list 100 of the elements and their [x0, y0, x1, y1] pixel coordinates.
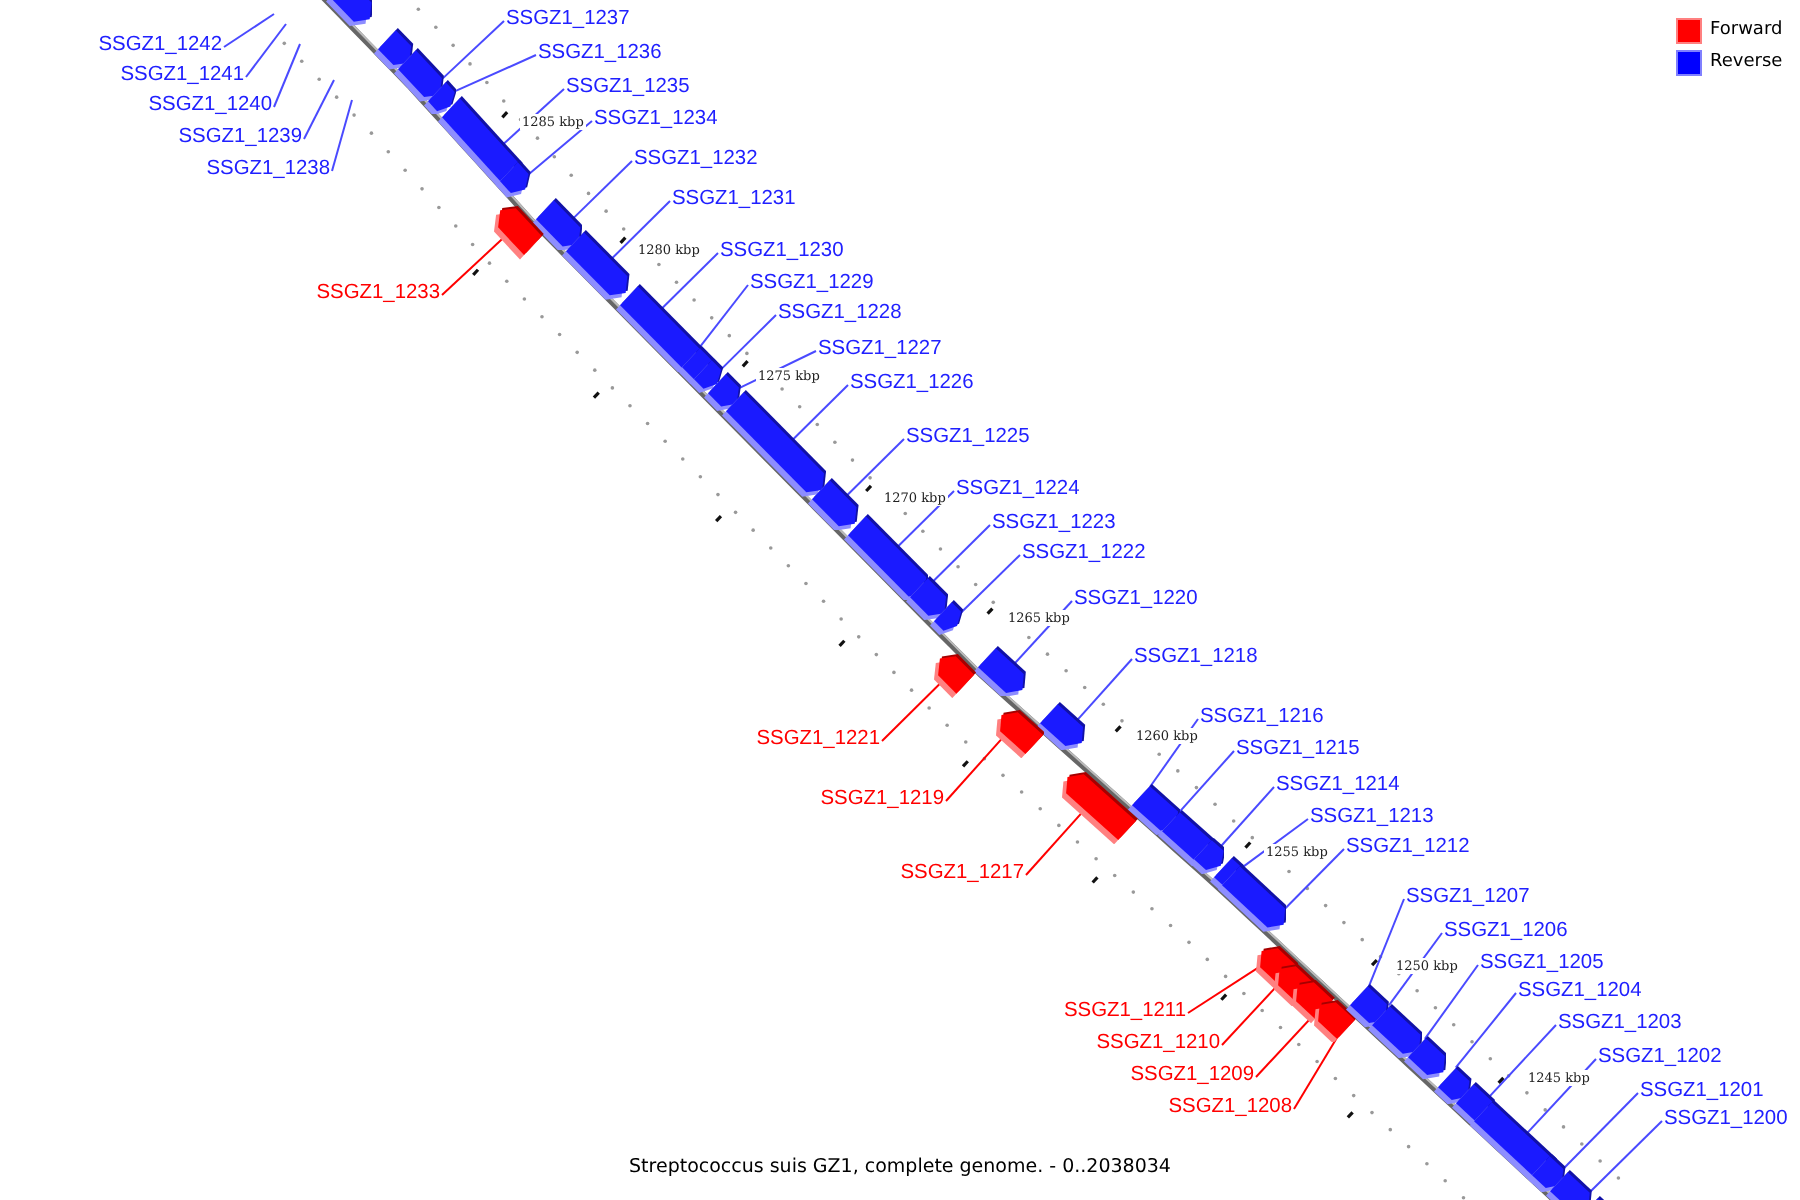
gene-label: SSGZ1_1227 — [818, 336, 942, 362]
gene-label: SSGZ1_1223 — [992, 510, 1116, 536]
gene-label: SSGZ1_1207 — [1406, 884, 1530, 910]
gene-label: SSGZ1_1204 — [1518, 978, 1642, 1004]
gene-block — [423, 79, 457, 115]
gene-label: SSGZ1_1224 — [956, 476, 1080, 502]
leader-line — [660, 252, 719, 311]
gene-block — [1217, 864, 1287, 933]
leader-line — [1283, 848, 1345, 910]
leader-line — [1187, 965, 1261, 1014]
gene-label: SSGZ1_1202 — [1598, 1044, 1722, 1070]
leader-line — [1367, 898, 1405, 988]
leader-line — [528, 120, 593, 175]
gene-block — [905, 575, 948, 621]
gene-block — [496, 159, 532, 198]
gene-label: SSGZ1_1215 — [1236, 736, 1360, 762]
leader-line — [845, 438, 905, 498]
gene-label: SSGZ1_1233 — [316, 280, 440, 306]
gene-label: SSGZ1_1201 — [1640, 1078, 1764, 1104]
gene-label: SSGZ1_1236 — [538, 40, 662, 66]
leader-line — [960, 554, 1021, 614]
gene-block — [615, 283, 703, 373]
leader-line — [1221, 983, 1280, 1046]
gene-block — [1189, 838, 1225, 875]
leader-line — [945, 735, 1006, 802]
gene-label: SSGZ1_1211 — [1064, 998, 1186, 1024]
leader-line — [610, 200, 671, 261]
leader-line — [790, 384, 849, 442]
leader-line — [571, 160, 633, 221]
gene-label: SSGZ1_1216 — [1200, 704, 1324, 730]
gene-label: SSGZ1_1220 — [1074, 586, 1198, 612]
gene-block — [934, 654, 978, 699]
legend-label: Forward — [1710, 20, 1783, 42]
gene-label: SSGZ1_1228 — [778, 300, 902, 326]
gene-label: SSGZ1_1239 — [178, 124, 302, 150]
gene-label: SSGZ1_1235 — [566, 74, 690, 100]
gene-label: SSGZ1_1203 — [1558, 1010, 1682, 1036]
leader-line — [1255, 1015, 1314, 1078]
gene-block — [995, 710, 1045, 759]
leader-line — [303, 79, 335, 140]
gene-label: SSGZ1_1218 — [1134, 644, 1258, 670]
gene-label: SSGZ1_1230 — [720, 238, 844, 264]
leader-line — [245, 23, 287, 78]
gene-block — [1367, 1003, 1422, 1058]
gene-label: SSGZ1_1232 — [634, 146, 758, 172]
caption: Streptococcus suis GZ1, complete genome. - 0..2038034 — [627, 1156, 1173, 1178]
leader-line — [930, 524, 991, 584]
gene-block — [1062, 771, 1139, 844]
gene-block — [1313, 999, 1357, 1043]
gene-label: SSGZ1_1234 — [594, 106, 718, 132]
gene-label: SSGZ1_1237 — [506, 6, 630, 32]
leader-line — [223, 13, 275, 48]
leader-line — [1218, 786, 1275, 850]
leader-line — [1454, 992, 1517, 1069]
leader-line — [1562, 1092, 1639, 1170]
gene-block — [929, 600, 964, 636]
gene-label: SSGZ1_1241 — [120, 62, 244, 88]
gene-label: SSGZ1_1208 — [1168, 1094, 1292, 1120]
gene-label: SSGZ1_1212 — [1346, 834, 1470, 860]
leader-line — [1588, 1120, 1663, 1194]
gene-label: SSGZ1_1206 — [1444, 918, 1568, 944]
gene-label: SSGZ1_1213 — [1310, 804, 1434, 830]
gene-label: SSGZ1_1209 — [1130, 1062, 1254, 1088]
leader-line — [273, 43, 301, 108]
gene-label: SSGZ1_1242 — [98, 32, 222, 58]
leader-line — [1240, 818, 1309, 870]
gene-label: SSGZ1_1240 — [148, 92, 272, 118]
leader-line — [441, 20, 505, 80]
leader-line — [331, 99, 353, 172]
gene-label: SSGZ1_1214 — [1276, 772, 1400, 798]
gene-label: SSGZ1_1210 — [1096, 1030, 1220, 1056]
gene-label: SSGZ1_1200 — [1664, 1106, 1788, 1132]
gene-block — [1036, 701, 1086, 750]
gene-label: SSGZ1_1226 — [850, 370, 974, 396]
leader-line — [1293, 1037, 1338, 1110]
leader-line — [698, 284, 749, 349]
leader-line — [895, 490, 955, 549]
gene-block — [494, 206, 544, 261]
gene-label: SSGZ1_1222 — [1022, 540, 1146, 566]
leader-line — [719, 314, 777, 371]
gene-block — [1403, 1036, 1446, 1080]
gene-label: SSGZ1_1205 — [1480, 950, 1604, 976]
leader-line — [1423, 964, 1479, 1040]
leader-line — [1075, 658, 1133, 722]
gene-label: SSGZ1_1219 — [820, 786, 944, 812]
leader-line — [453, 54, 537, 93]
gene-block — [843, 513, 928, 601]
gene-block — [722, 390, 827, 498]
gene-label: SSGZ1_1225 — [906, 424, 1030, 450]
legend-label: Reverse — [1710, 52, 1783, 74]
gene-label: SSGZ1_1229 — [750, 270, 874, 296]
leader-line — [1178, 750, 1235, 814]
gene-block — [808, 478, 860, 531]
gene-label: SSGZ1_1238 — [206, 156, 330, 182]
leader-line — [1487, 1024, 1557, 1099]
leader-line — [881, 679, 945, 742]
gene-label: SSGZ1_1231 — [672, 186, 796, 212]
gene-block — [394, 48, 445, 102]
gene-label: SSGZ1_1221 — [756, 726, 880, 752]
leader-line — [441, 235, 507, 296]
